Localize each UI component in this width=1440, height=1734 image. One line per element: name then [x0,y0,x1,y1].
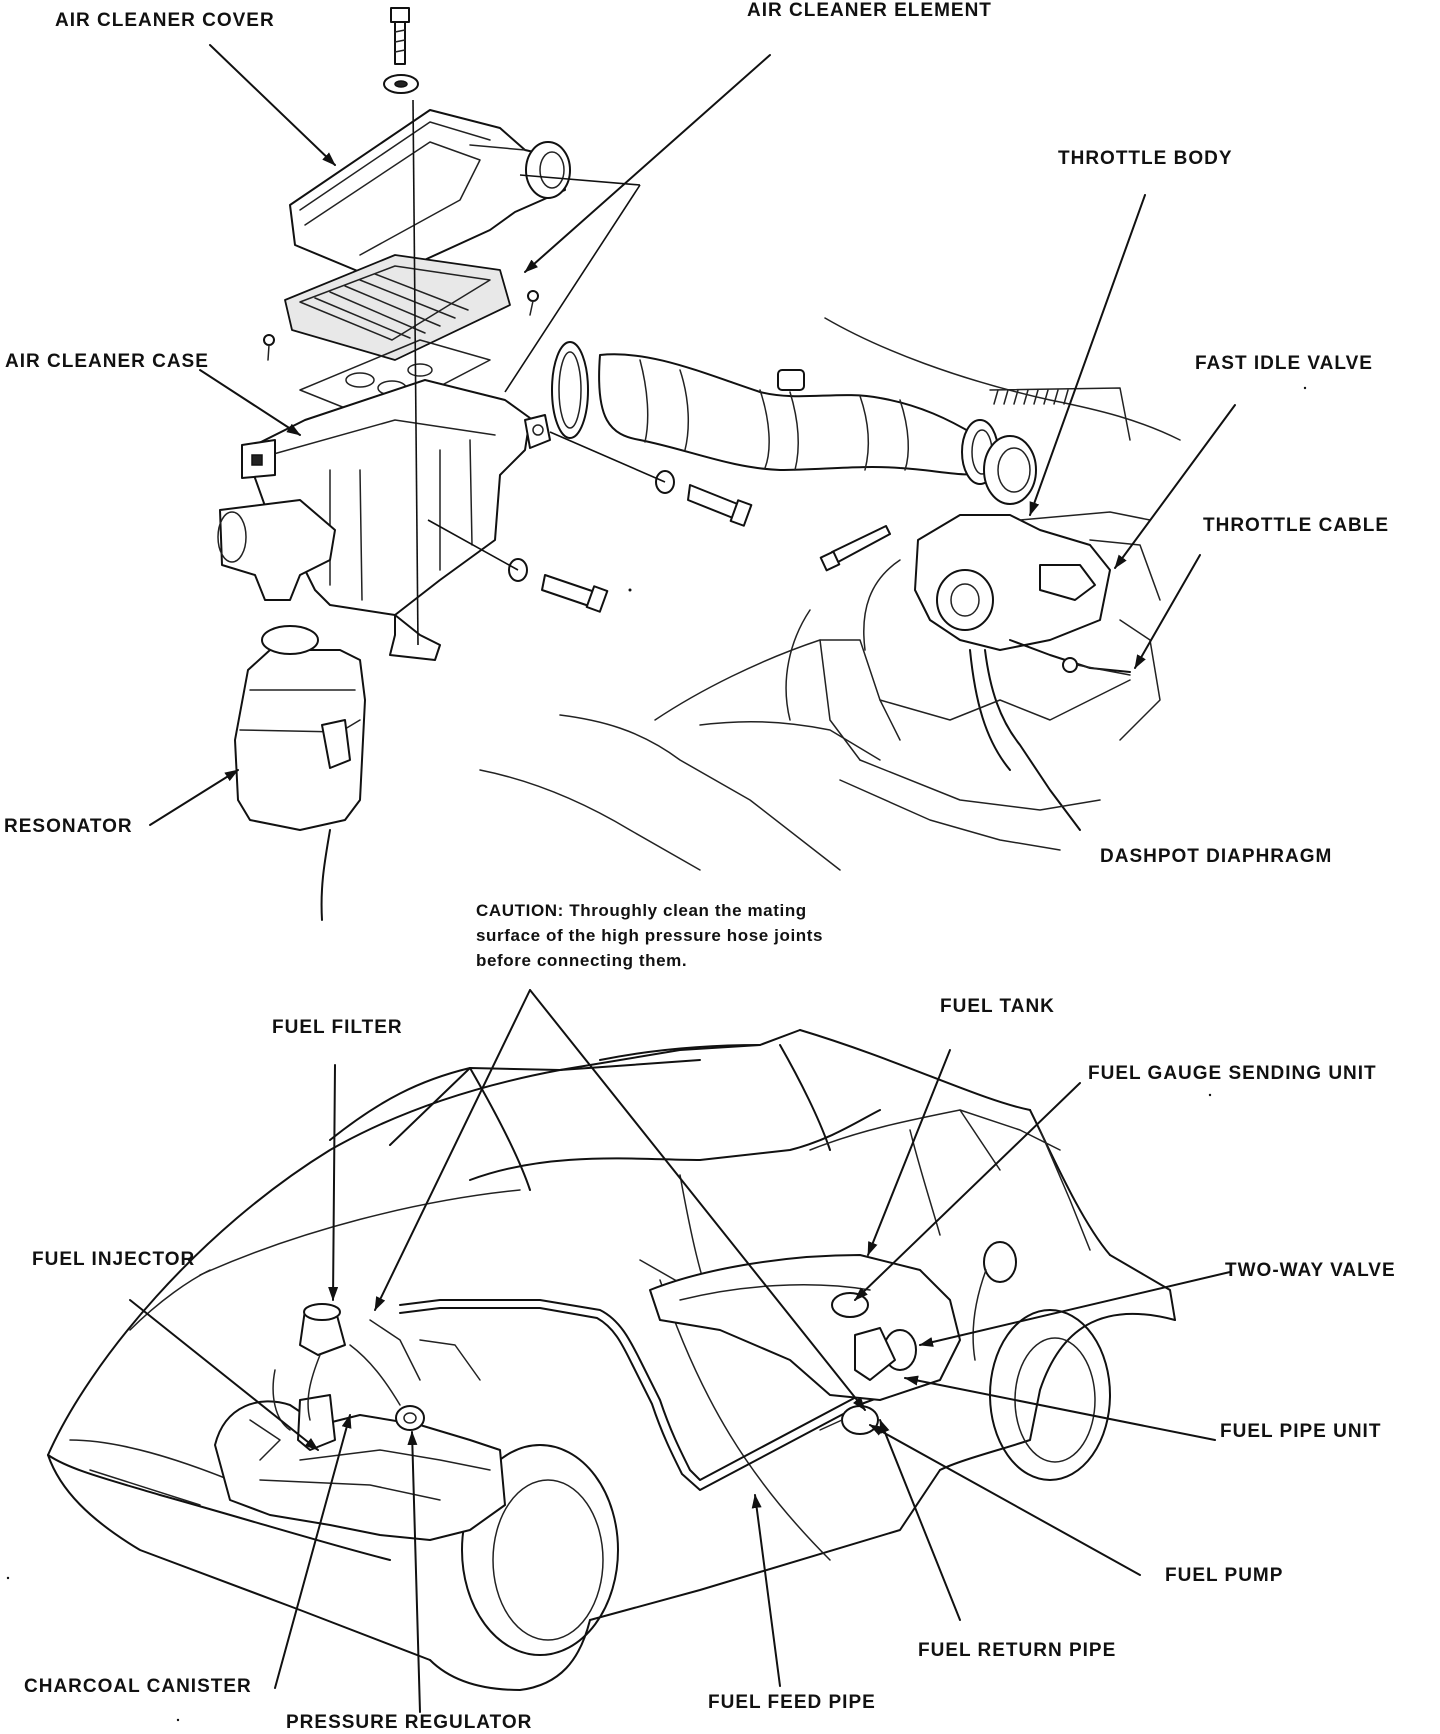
label-air-cleaner-element: AIR CLEANER ELEMENT [747,0,992,21]
label-fuel-feed-pipe: FUEL FEED PIPE [708,1692,876,1713]
caution-note: CAUTION: Throughly clean the mating surf… [476,898,896,973]
label-pressure-regulator: PRESSURE REGULATOR [286,1712,533,1733]
resonator-drawing [234,625,366,921]
label-fuel-return-pipe: FUEL RETURN PIPE [918,1640,1117,1661]
label-resonator: RESONATOR [4,816,133,837]
caution-line-1: CAUTION: Throughly clean the mating [476,901,807,920]
car-body-drawing [47,1029,1176,1691]
fuel-lines-drawing [399,1254,961,1491]
engine-front-drawing [214,1303,506,1541]
label-fast-idle-valve: FAST IDLE VALVE [1195,353,1373,374]
label-fuel-pipe-unit: FUEL PIPE UNIT [1220,1421,1382,1442]
label-fuel-tank: FUEL TANK [940,996,1055,1017]
label-charcoal-canister: CHARCOAL CANISTER [24,1676,252,1697]
air-cleaner-element-drawing [263,254,539,361]
label-two-way-valve: TWO-WAY VALVE [1225,1260,1396,1281]
label-air-cleaner-case: AIR CLEANER CASE [5,351,209,372]
label-fuel-filter: FUEL FILTER [272,1017,403,1038]
label-fuel-gauge-sending-unit: FUEL GAUGE SENDING UNIT [1088,1063,1377,1084]
air-cleaner-case-drawing [217,99,753,661]
label-fuel-injector: FUEL INJECTOR [32,1249,196,1270]
label-fuel-pump: FUEL PUMP [1165,1565,1284,1586]
label-dashpot-diaphragm: DASHPOT DIAPHRAGM [1100,846,1333,867]
intake-duct-drawing [551,341,1037,572]
air-cleaner-cover-drawing [289,7,641,393]
leader-lines [129,44,1236,1713]
label-throttle-body: THROTTLE BODY [1058,148,1233,169]
caution-line-3: before connecting them. [476,951,688,970]
caution-line-2: surface of the high pressure hose joints [476,926,824,945]
label-air-cleaner-cover: AIR CLEANER COVER [55,10,275,31]
engine-bay-top-drawing [479,317,1181,871]
label-throttle-cable: THROTTLE CABLE [1203,515,1390,536]
